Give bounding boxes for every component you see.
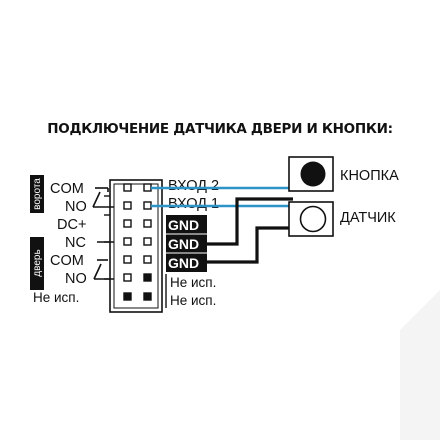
diagram-title: ПОДКЛЮЧЕНИЕ ДАТЧИКА ДВЕРИ И КНОПКИ:: [47, 121, 393, 137]
pin-label-gnd-3: GND: [168, 255, 199, 271]
pin-label-door-com: COM: [50, 253, 84, 269]
pin-label-door-no: NO: [65, 271, 87, 287]
pin-label-left-unused: Не исп.: [33, 290, 79, 305]
ground-wire-button: [207, 197, 293, 246]
pin-label-input2: ВХОД 2: [168, 178, 219, 194]
device-label-button: КНОПКА: [340, 168, 399, 184]
pin-label-gate-com: COM: [50, 181, 84, 197]
pin-column-right: [143, 183, 152, 301]
relay-contact-door: [93, 241, 114, 280]
pin-label-gate-no: NO: [65, 199, 87, 215]
device-label-sensor: ДАТЧИК: [340, 210, 396, 226]
pin-column-left: [123, 183, 132, 301]
connector-block: [104, 179, 163, 313]
button-icon: [300, 161, 326, 187]
sensor-icon: [299, 205, 327, 233]
button-device: [288, 156, 334, 192]
pin-label-dc-plus: DC+: [57, 217, 86, 233]
pin-label-right-unused-2: Не исп.: [170, 293, 216, 308]
sensor-device: [288, 201, 334, 237]
gnd-block: [166, 215, 207, 272]
pin-label-door-nc: NC: [65, 235, 86, 251]
door-group-label-box: [30, 237, 44, 290]
gate-group-label: ворота: [32, 178, 43, 210]
relay-contact-gate: [92, 187, 114, 208]
corner-decoration: [400, 290, 440, 440]
pin-label-input1: ВХОД 1: [168, 196, 219, 212]
gate-group-label-box: [30, 175, 44, 213]
pin-label-gnd-1: GND: [168, 217, 199, 233]
door-group-label: дверь: [32, 249, 43, 276]
pin-label-right-unused-1: Не исп.: [170, 275, 216, 290]
ground-wire-sensor: [207, 226, 293, 264]
pin-label-gnd-2: GND: [168, 236, 199, 252]
